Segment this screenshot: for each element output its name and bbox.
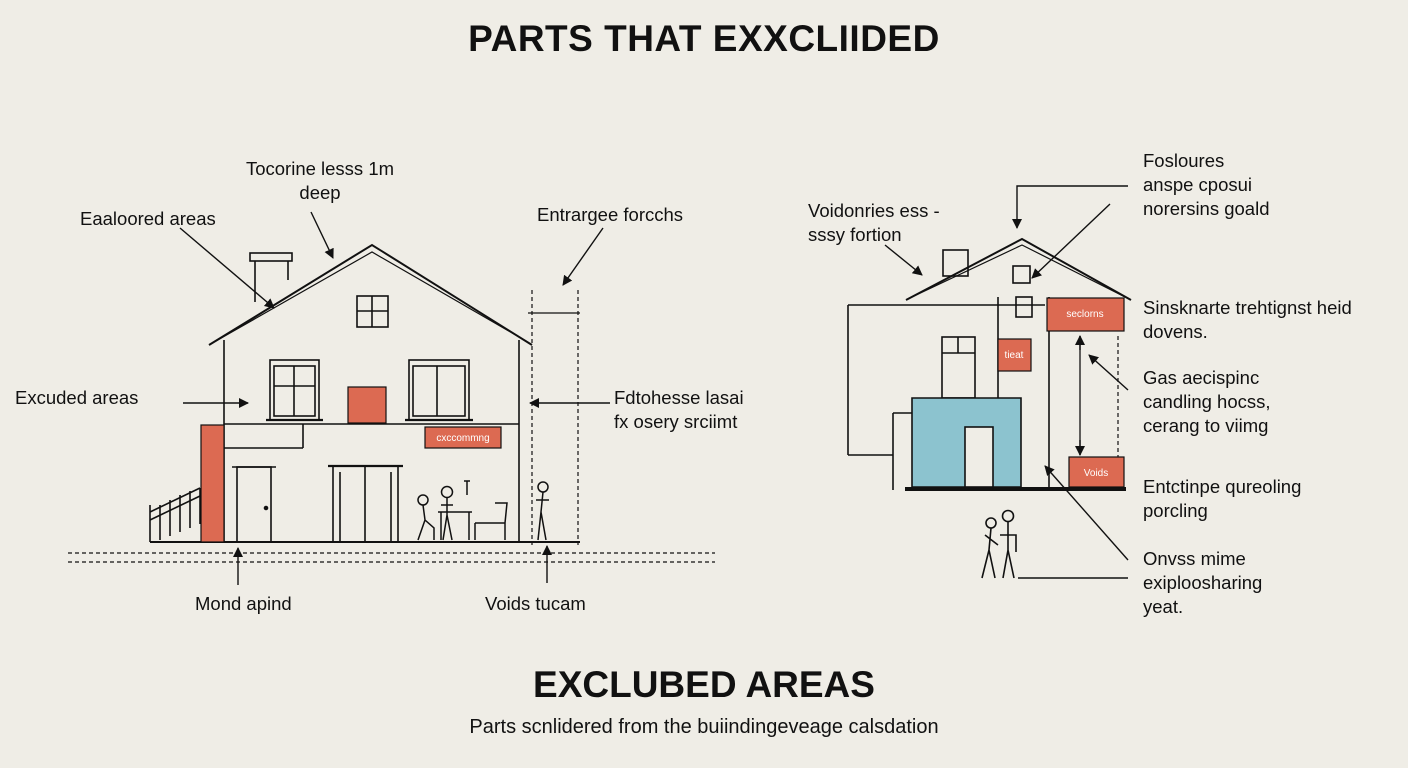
label-entctinpe-line2: porcling bbox=[1143, 500, 1208, 521]
people-walking bbox=[981, 509, 1017, 579]
label-gas-line1: Gas aecispinc bbox=[1143, 367, 1260, 388]
label-excluded-areas: Excuded areas bbox=[15, 387, 139, 408]
front-door bbox=[232, 466, 276, 543]
label-onvess-line3: yeat. bbox=[1143, 596, 1184, 617]
label-onvess-line1: Onvss mime bbox=[1143, 548, 1246, 569]
label-gas-line3: cerang to viimg bbox=[1143, 415, 1269, 436]
patio-door bbox=[328, 464, 403, 543]
upper-window-right bbox=[405, 359, 473, 422]
label-fotohesse: Fdtohesse lasai fx osery srciimt bbox=[614, 386, 744, 434]
left-roof bbox=[208, 243, 533, 346]
label-gas: Gas aecispinc candling hocss, cerang to … bbox=[1143, 366, 1271, 438]
stair-railing bbox=[149, 487, 201, 542]
label-roof-depth: Tocorine lesss 1m deep bbox=[225, 157, 415, 205]
section-caption: Parts scnlidered from the buiindingeveag… bbox=[469, 716, 939, 738]
right-tag-top-text: seclorns bbox=[1066, 309, 1103, 320]
diagram-title: PARTS THAT EXXCLIIDED bbox=[468, 18, 940, 59]
label-voidonries-line2: sssy fortion bbox=[808, 224, 902, 245]
label-fosloures-line2: anspe cposui bbox=[1143, 174, 1253, 195]
label-gas-line2: candling hocss, bbox=[1143, 391, 1271, 412]
left-tag-red bbox=[424, 426, 502, 449]
right-chimney bbox=[942, 249, 969, 277]
label-roof-depth-line2: deep bbox=[299, 182, 341, 203]
label-entctinpe-line1: Entctinpe qureoling bbox=[1143, 476, 1302, 497]
label-ealoored-areas: Eaaloored areas bbox=[80, 208, 216, 229]
label-fosloures-line3: norersins goald bbox=[1143, 198, 1270, 219]
people-at-table bbox=[417, 480, 549, 541]
right-roof bbox=[905, 237, 1132, 301]
label-sinsknarte-line2: dovens. bbox=[1143, 321, 1208, 342]
right-tag-low bbox=[1068, 456, 1125, 488]
left-arrows bbox=[179, 211, 610, 585]
label-voids: Voids tucam bbox=[485, 593, 586, 614]
right-tag-mid-text: tieat bbox=[1005, 350, 1024, 361]
right-attic-window bbox=[1012, 265, 1031, 284]
label-fotohesse-line1: Fdtohesse lasai bbox=[614, 387, 744, 408]
left-house bbox=[149, 243, 580, 545]
upper-window-left bbox=[266, 359, 323, 422]
label-voidonries: Voidonries ess - sssy fortion bbox=[808, 199, 940, 247]
label-fotohesse-line2: fx osery srciimt bbox=[614, 411, 738, 432]
label-sinsknarte: Sinsknarte trehtignst heid dovens. bbox=[1143, 296, 1352, 344]
label-entctinpe: Entctinpe qureoling porcling bbox=[1143, 475, 1301, 523]
label-fosloures-line1: Fosloures bbox=[1143, 150, 1225, 171]
label-mond-apind: Mond apind bbox=[195, 593, 292, 614]
attic-window bbox=[356, 295, 389, 328]
left-tag-text: cxccommng bbox=[436, 433, 489, 444]
label-voidonries-line1: Voidonries ess - bbox=[808, 200, 940, 221]
left-excluded-wall-red bbox=[200, 424, 225, 543]
label-entrance-porches: Entrargee forcchs bbox=[537, 204, 684, 225]
right-arrows bbox=[884, 185, 1129, 579]
label-roof-depth-line1: Tocorine lesss 1m bbox=[245, 158, 395, 179]
right-tag-low-text: Voids bbox=[1084, 468, 1108, 479]
label-onvess: Onvss mime exiploosharing yeat. bbox=[1143, 547, 1262, 619]
right-tag-top bbox=[1046, 297, 1125, 332]
label-fosloures: Fosloures anspe cposui norersins goald bbox=[1143, 149, 1270, 221]
left-chimney bbox=[249, 252, 293, 302]
right-upper-window bbox=[941, 336, 976, 399]
section-heading: EXCLUBED AREAS bbox=[533, 664, 875, 705]
right-tag-mid bbox=[997, 338, 1032, 372]
right-door bbox=[964, 426, 994, 488]
label-sinsknarte-line1: Sinsknarte trehtignst heid bbox=[1143, 297, 1352, 318]
left-excluded-window-red bbox=[347, 386, 387, 424]
label-onvess-line2: exiploosharing bbox=[1143, 572, 1263, 593]
